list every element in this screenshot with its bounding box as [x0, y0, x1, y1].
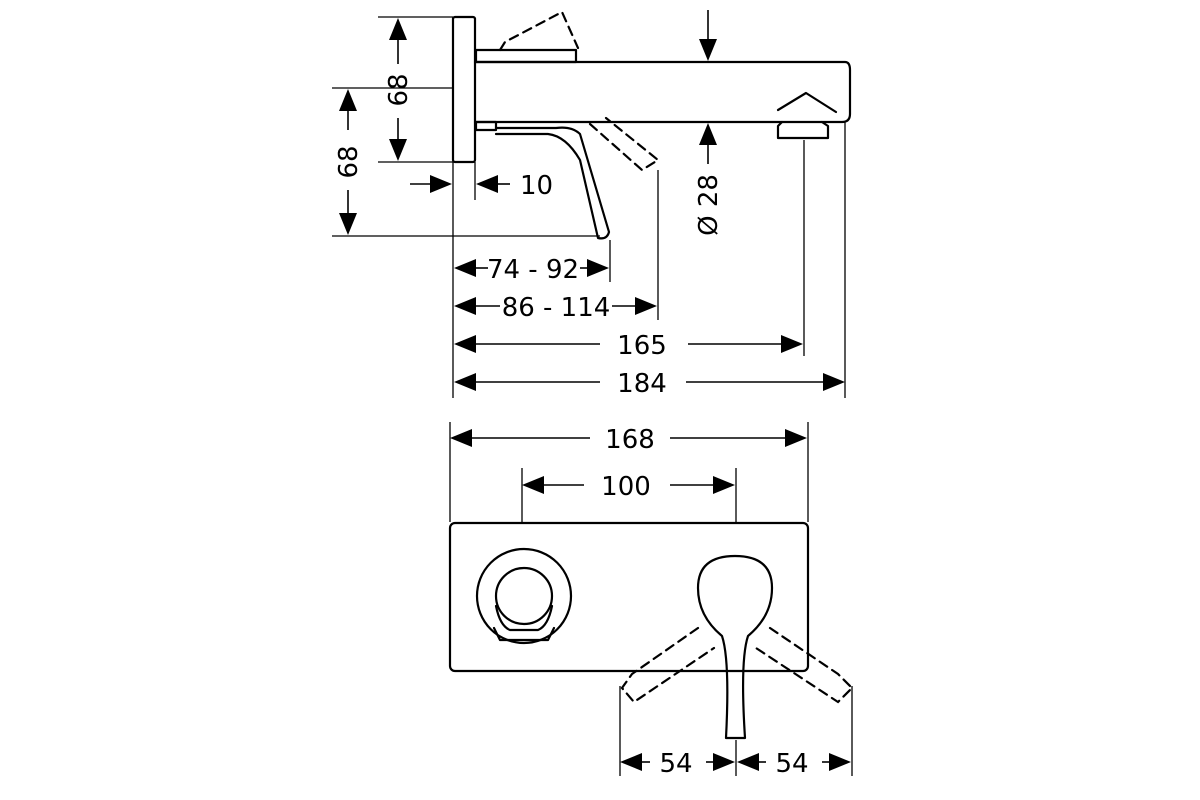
- label-lever-height: 68: [334, 145, 364, 178]
- label-lever-swing-left: 54: [659, 749, 692, 779]
- label-plate-width: 168: [605, 425, 655, 455]
- label-centre-distance: 100: [601, 472, 651, 502]
- lever-side-solid: [494, 126, 611, 240]
- dimension-backplate-height: 68: [378, 16, 453, 163]
- label-lever-swing-right: 54: [775, 749, 808, 779]
- lever-side-dashed-down: [588, 116, 660, 172]
- label-total-projection: 184: [617, 369, 667, 399]
- label-lever-reach-max: 86 - 114: [502, 293, 611, 323]
- diverter-knob-inner: [494, 566, 554, 626]
- label-backplate-depth: 10: [520, 171, 553, 201]
- aerator-outlet: [776, 120, 830, 140]
- aerator-triangle: [776, 91, 838, 114]
- label-outlet-projection: 165: [617, 331, 667, 361]
- dimension-lever-reach: 74 - 92: [454, 255, 609, 285]
- dimension-total-projection: 184: [454, 369, 845, 399]
- label-backplate-height: 68: [384, 73, 414, 106]
- lever-front-solid: [696, 554, 774, 740]
- side-view: 68 68 10 Ø 28: [332, 10, 852, 399]
- dimension-plate-width: 168: [450, 425, 807, 455]
- lever-side-dashed-up: [498, 10, 580, 52]
- lever-front-dashed-left: [620, 626, 716, 704]
- dimension-lever-height: 68: [332, 87, 600, 237]
- spout-collar-bottom: [474, 120, 498, 132]
- diverter-knob-grip: [494, 604, 554, 632]
- spout-body: [473, 60, 852, 124]
- backplate-side: [451, 15, 477, 164]
- diverter-knob-outer: [475, 547, 573, 645]
- dimension-backplate-depth: 10: [410, 162, 553, 398]
- dimension-spout-diameter: Ø 28: [694, 10, 724, 236]
- dimension-lever-reach-max: 86 - 114: [454, 293, 657, 323]
- dimension-lever-swing-left: 54: [620, 749, 735, 779]
- lever-front-dashed-right: [754, 626, 854, 704]
- spout-collar-top: [474, 48, 578, 64]
- diverter-knob-base: [492, 626, 556, 642]
- dimension-centre-distance: 100: [522, 472, 735, 502]
- label-spout-diameter: Ø 28: [694, 174, 724, 236]
- front-view: 168 100 54: [448, 422, 854, 779]
- dimension-outlet-projection: 165: [454, 331, 803, 361]
- dimension-lever-swing-right: 54: [737, 749, 851, 779]
- label-lever-reach: 74 - 92: [487, 255, 579, 285]
- cover-plate: [448, 521, 810, 673]
